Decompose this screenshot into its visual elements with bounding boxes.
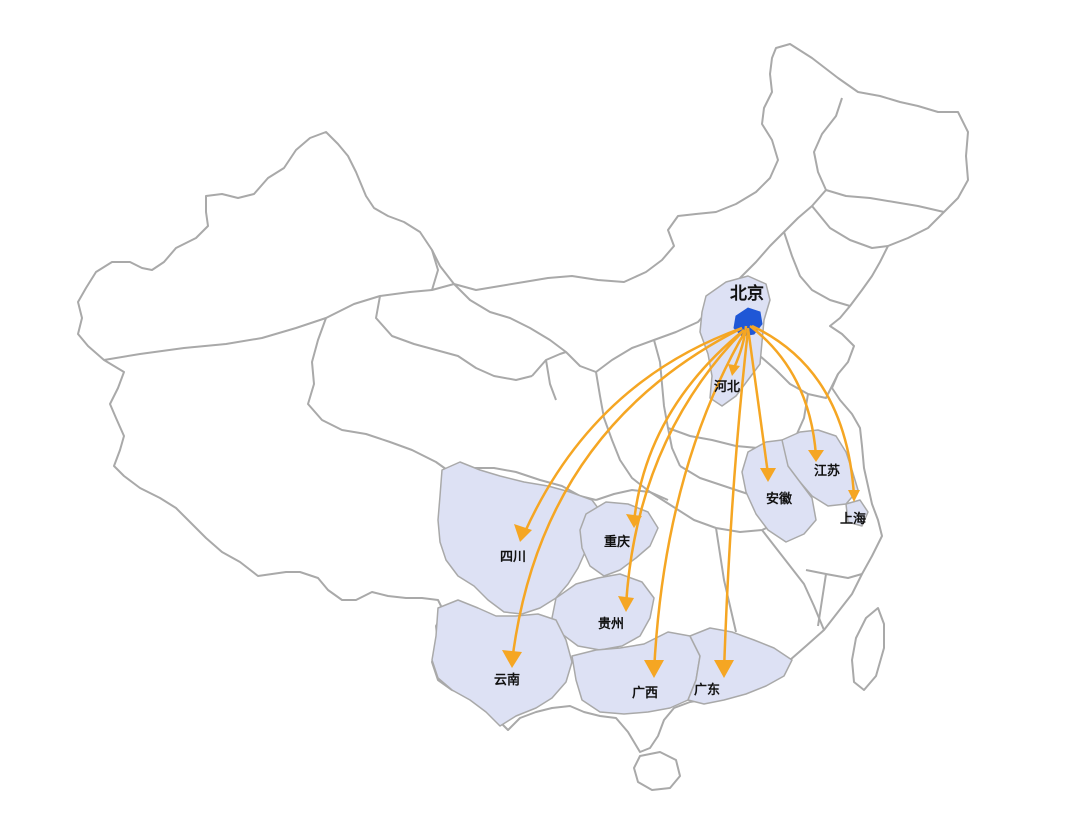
arrow-beijing-yunnan bbox=[510, 326, 743, 663]
border-gansu-innermongolia bbox=[453, 283, 597, 373]
arrowhead-sichuan bbox=[514, 524, 532, 542]
arrow-beijing-anhui bbox=[746, 327, 770, 475]
label-yunnan: 云南 bbox=[494, 672, 520, 688]
arrowhead-guizhou bbox=[618, 596, 634, 612]
province-yunnan bbox=[431, 599, 573, 727]
label-guizhou: 贵州 bbox=[598, 616, 624, 632]
arrowhead-hebei bbox=[728, 364, 740, 376]
hainan-outline bbox=[633, 751, 681, 791]
taiwan-outline bbox=[851, 607, 885, 691]
arrowhead-guangdong bbox=[714, 660, 734, 678]
border-jilin-liaoning bbox=[811, 205, 889, 249]
arrow-beijing-sichuan bbox=[522, 326, 743, 535]
highlighted-provinces bbox=[431, 275, 869, 727]
label-anhui: 安徽 bbox=[766, 491, 793, 507]
arrow-beijing-shanghai bbox=[751, 324, 856, 497]
border-hunan-jiangxi bbox=[715, 527, 825, 633]
province-shanghai bbox=[845, 499, 869, 527]
label-hebei: 河北 bbox=[714, 379, 740, 395]
arrowhead-jiangsu bbox=[808, 450, 824, 462]
arrowhead-yunnan bbox=[502, 650, 522, 668]
arrow-beijing-guangdong bbox=[722, 329, 750, 673]
label-jiangsu: 江苏 bbox=[814, 463, 840, 479]
border-ningxia bbox=[531, 351, 567, 401]
arrowhead-shanghai bbox=[848, 490, 860, 502]
province-anhui bbox=[741, 439, 817, 543]
border-liaoning-hebei bbox=[783, 231, 851, 307]
map-labels: 北京 河北 江苏 上海 安徽 四川 重庆 贵州 云南 广西 广东 bbox=[494, 283, 866, 701]
arrow-beijing-jiangsu bbox=[749, 325, 818, 457]
arrowhead-guangxi bbox=[644, 660, 664, 678]
border-innermongolia-ne bbox=[709, 97, 843, 309]
border-shanxi bbox=[653, 339, 681, 467]
arrow-beijing-guangxi bbox=[652, 329, 748, 673]
border-xinjiang-gansu bbox=[431, 249, 439, 291]
arrow-beijing-chongqing bbox=[632, 329, 745, 523]
arrowhead-chongqing bbox=[626, 514, 642, 528]
border-xinjiang-tibet bbox=[103, 283, 455, 361]
border-shaanxi-sichuan bbox=[595, 489, 651, 501]
border-innermongolia-mid bbox=[595, 307, 711, 373]
border-heilongjiang-jilin bbox=[825, 189, 945, 213]
province-guangdong bbox=[687, 627, 793, 705]
arrowheads bbox=[502, 364, 860, 678]
label-sichuan: 四川 bbox=[500, 550, 526, 565]
flow-arrows bbox=[510, 324, 856, 673]
arrow-beijing-guizhou bbox=[624, 329, 745, 607]
arrow-beijing-hebei bbox=[732, 325, 748, 369]
label-shanghai: 上海 bbox=[840, 511, 866, 527]
label-beijing: 北京 bbox=[730, 283, 764, 304]
label-chongqing: 重庆 bbox=[604, 534, 630, 550]
border-zhejiang-fujian bbox=[805, 569, 863, 627]
border-tibet-qinghai bbox=[307, 317, 451, 473]
arrowhead-anhui bbox=[760, 468, 776, 482]
label-guangdong: 广东 bbox=[694, 682, 720, 698]
border-qinghai-gansu bbox=[375, 295, 533, 381]
label-guangxi: 广西 bbox=[632, 685, 658, 701]
